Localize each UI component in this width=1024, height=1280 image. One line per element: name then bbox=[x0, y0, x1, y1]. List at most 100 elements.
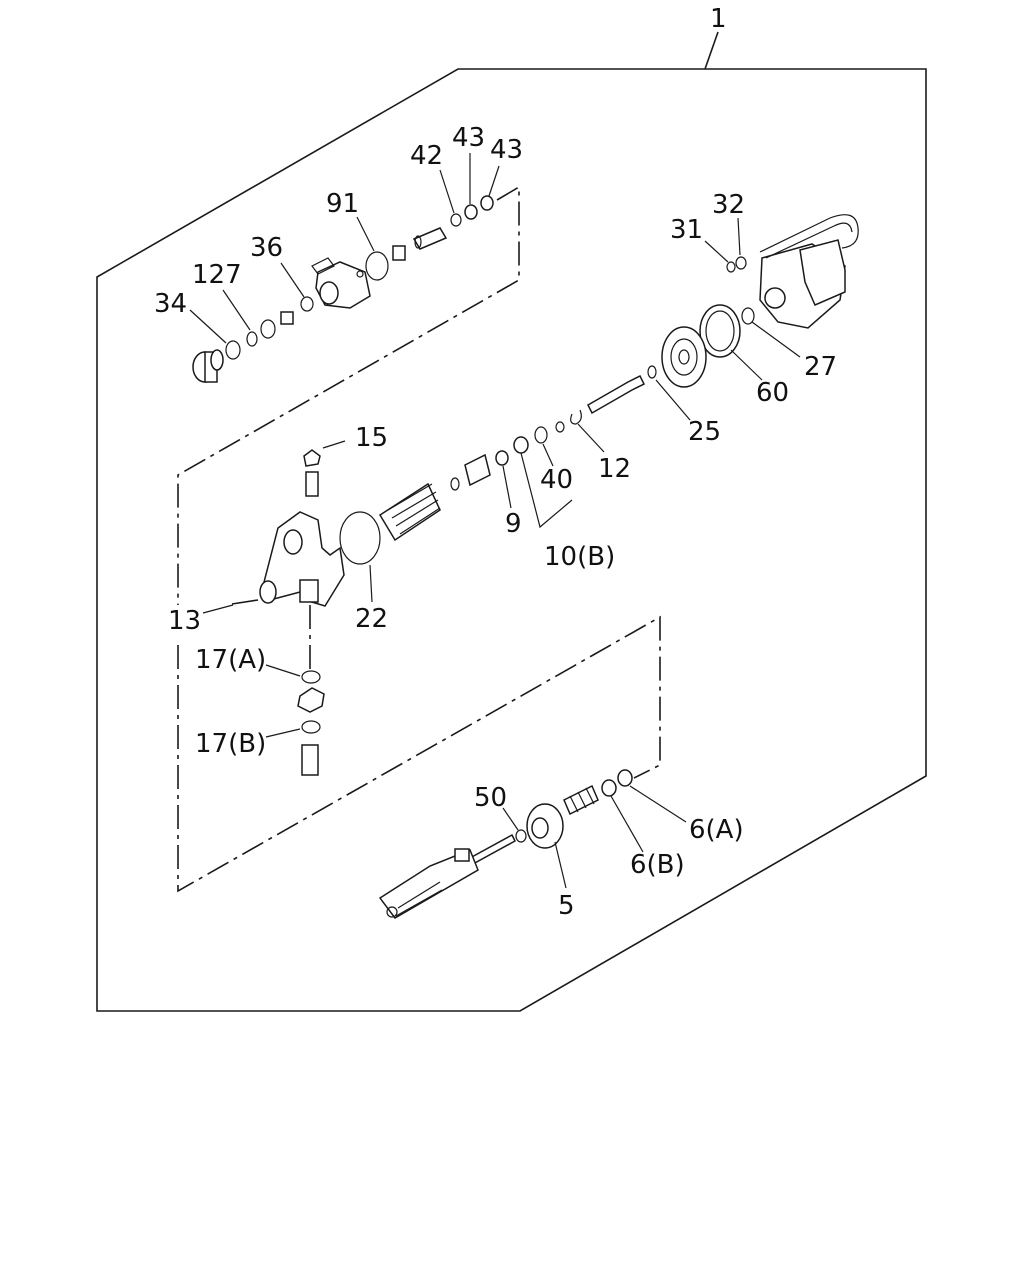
ring-127b bbox=[260, 319, 276, 339]
cap-15 bbox=[303, 449, 321, 467]
leader-17a bbox=[265, 664, 301, 677]
leader-27 bbox=[751, 321, 801, 358]
label-6a: 6(A) bbox=[689, 815, 744, 845]
ring-127 bbox=[246, 331, 258, 347]
valve-body bbox=[311, 257, 371, 309]
spring-bellows bbox=[378, 482, 441, 542]
label-27: 27 bbox=[804, 352, 837, 382]
leader-50 bbox=[502, 807, 519, 831]
label-60: 60 bbox=[756, 378, 789, 408]
label-42: 42 bbox=[410, 141, 443, 171]
leader-36 bbox=[280, 262, 305, 298]
oring-91 bbox=[365, 251, 389, 281]
label-17b: 17(B) bbox=[195, 729, 266, 759]
leader-17b bbox=[265, 728, 301, 738]
seal-60-inner bbox=[705, 310, 735, 352]
ring-6a bbox=[617, 769, 633, 787]
washer-17b bbox=[301, 720, 321, 734]
leader-32 bbox=[737, 217, 741, 256]
leader-5 bbox=[554, 841, 567, 889]
clevis-rod bbox=[378, 833, 516, 919]
ring-40 bbox=[534, 426, 548, 444]
leader-31 bbox=[704, 240, 729, 263]
ring-27 bbox=[741, 307, 755, 325]
label-22: 22 bbox=[355, 604, 388, 634]
leader-12 bbox=[577, 423, 605, 453]
leader-6b bbox=[610, 795, 644, 853]
washer-34 bbox=[225, 340, 241, 360]
piston-cup bbox=[464, 453, 491, 487]
ring-9 bbox=[495, 450, 509, 466]
label-6b: 6(B) bbox=[630, 850, 685, 880]
lower-spring bbox=[563, 784, 599, 816]
pin-13 bbox=[231, 599, 259, 605]
ring-6b bbox=[601, 779, 617, 797]
ring-32 bbox=[735, 256, 747, 270]
leader-91 bbox=[356, 216, 375, 252]
boot-5 bbox=[526, 803, 564, 849]
upper-group-outline bbox=[177, 185, 520, 605]
label-50: 50 bbox=[474, 783, 507, 813]
label-31: 31 bbox=[670, 215, 703, 245]
label-13: 13 bbox=[168, 606, 201, 636]
valve-stem bbox=[392, 227, 448, 261]
ring-36 bbox=[300, 296, 314, 312]
label-9: 9 bbox=[505, 509, 522, 539]
ring-42 bbox=[450, 213, 462, 227]
diaphragm-housing bbox=[759, 214, 859, 329]
ring-50 bbox=[515, 829, 527, 843]
ring-43b bbox=[480, 195, 494, 211]
ring-small bbox=[450, 477, 460, 491]
label-127: 127 bbox=[192, 260, 242, 290]
nipple-15 bbox=[305, 471, 319, 497]
leader-25 bbox=[655, 379, 691, 421]
leader-40 bbox=[542, 443, 554, 467]
assembly-boundary bbox=[96, 68, 927, 1012]
push-rod bbox=[587, 374, 646, 415]
leader-15 bbox=[322, 440, 346, 449]
cylinder-body bbox=[259, 511, 345, 607]
union-nut bbox=[297, 687, 325, 713]
leader-42 bbox=[439, 169, 455, 214]
ring-43a bbox=[464, 204, 478, 220]
lower-group-outline bbox=[177, 615, 661, 893]
ring-31 bbox=[726, 261, 736, 273]
leader-43b bbox=[488, 165, 500, 197]
label-12: 12 bbox=[598, 454, 631, 484]
ring-10b bbox=[513, 436, 529, 454]
label-34: 34 bbox=[154, 289, 187, 319]
label-25: 25 bbox=[688, 417, 721, 447]
plug-34 bbox=[192, 349, 224, 383]
washer-17a bbox=[301, 670, 321, 684]
label-36: 36 bbox=[250, 233, 283, 263]
label-15: 15 bbox=[355, 423, 388, 453]
label-40: 40 bbox=[540, 465, 573, 495]
leader-6a bbox=[629, 785, 687, 823]
piston-36a bbox=[280, 311, 294, 325]
label-assembly: 1 bbox=[710, 4, 727, 34]
banjo-bolt bbox=[301, 744, 319, 776]
leader-assembly bbox=[704, 31, 719, 70]
leader-34 bbox=[189, 309, 227, 344]
leader-10b bbox=[520, 452, 573, 529]
label-43b: 43 bbox=[490, 135, 523, 165]
oring-22 bbox=[339, 511, 381, 565]
label-91: 91 bbox=[326, 189, 359, 219]
label-17a: 17(A) bbox=[195, 645, 266, 675]
leader-22 bbox=[369, 564, 373, 603]
lower-spring-coils bbox=[569, 787, 595, 813]
label-43a: 43 bbox=[452, 123, 485, 153]
label-10b: 10(B) bbox=[544, 542, 615, 572]
clip-12 bbox=[570, 409, 582, 425]
diaphragm-plate bbox=[661, 326, 707, 388]
washer-12 bbox=[555, 421, 565, 433]
leader-9 bbox=[502, 465, 512, 509]
label-5: 5 bbox=[558, 891, 575, 921]
leader-60 bbox=[730, 349, 763, 381]
label-32: 32 bbox=[712, 190, 745, 220]
ring-25 bbox=[647, 365, 657, 379]
leader-13 bbox=[202, 604, 234, 614]
leader-127 bbox=[222, 289, 251, 331]
